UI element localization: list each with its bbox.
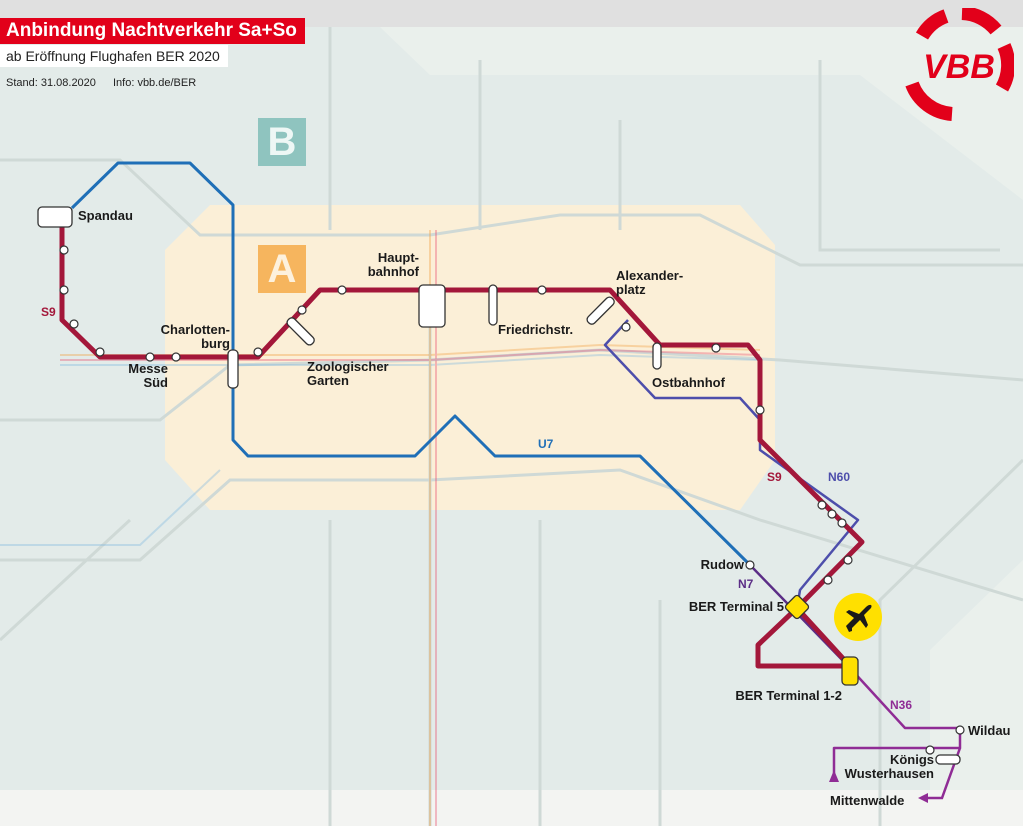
stop-dot	[621, 322, 631, 332]
vbb-logo-text: VBB	[923, 48, 995, 86]
map-bottom-strip	[0, 790, 1023, 826]
airplane-icon	[834, 593, 882, 641]
stop-dot	[711, 343, 721, 353]
station-mittenwalde: Mittenwalde	[830, 793, 905, 808]
stop-dot	[745, 560, 755, 570]
line-tag-s9-west: S9	[41, 305, 56, 319]
station-spandau: Spandau	[78, 208, 133, 223]
stop-dot	[59, 285, 69, 295]
friedrichstr-interchange	[488, 284, 498, 326]
n36-branch	[925, 747, 962, 800]
info-link[interactable]: Info: vbb.de/BER	[112, 77, 197, 89]
stop-dot	[823, 575, 833, 585]
u7-line	[70, 161, 752, 567]
charlottenburg-interchange	[227, 349, 239, 389]
stop-dot	[925, 745, 935, 755]
line-tag-n7: N7	[738, 577, 754, 591]
station-charlottenburg: Charlotten- burg	[160, 322, 230, 351]
background-rail-network	[0, 27, 1023, 826]
stop-dot	[755, 405, 765, 415]
station-koenigs-wusterhausen: Königs Wusterhausen	[844, 752, 934, 781]
station-friedrichstr: Friedrichstr.	[498, 322, 574, 337]
n36-arrow-left	[829, 770, 839, 782]
stop-dot	[69, 319, 79, 329]
stop-dot	[837, 518, 847, 528]
stop-dot	[145, 352, 155, 362]
line-tag-s9-east: S9	[767, 470, 782, 484]
zoo-interchange	[286, 317, 315, 346]
stop-dot	[817, 500, 827, 510]
stop-dot	[843, 555, 853, 565]
zone-b-label: B	[258, 118, 306, 166]
station-rudow: Rudow	[700, 557, 744, 572]
meta-row: Stand: 31.08.2020 Info: vbb.de/BER	[6, 77, 210, 89]
map-subtitle: ab Eröffnung Flughafen BER 2020	[0, 45, 228, 67]
station-messe-sued: Messe Süd	[128, 361, 168, 390]
stop-dots	[59, 245, 965, 755]
stop-dot	[537, 285, 547, 295]
interchanges	[37, 206, 961, 765]
koenigs-interchange	[935, 754, 961, 765]
stop-dot	[59, 245, 69, 255]
ostbahnhof-interchange	[652, 342, 662, 370]
alexanderplatz-interchange	[586, 296, 615, 325]
n36-line	[832, 667, 962, 780]
station-ber-terminal-5: BER Terminal 5	[688, 599, 784, 614]
stop-dot	[171, 352, 181, 362]
station-alexanderplatz: Alexander- platz	[616, 268, 684, 297]
hauptbahnhof-interchange	[418, 284, 446, 328]
line-tag-u7: U7	[538, 437, 554, 451]
stop-dot	[95, 347, 105, 357]
station-zoologischer-garten: Zoologischer Garten	[307, 359, 389, 388]
ber12-station	[841, 656, 859, 686]
stop-dot	[337, 285, 347, 295]
map-title: Anbindung Nachtverkehr Sa+So	[0, 18, 305, 44]
station-hauptbahnhof: Haupt- bahnhof	[367, 250, 419, 279]
stand-date: Stand: 31.08.2020	[6, 77, 96, 89]
vbb-logo: VBB	[905, 8, 1014, 121]
zone-a-label: A	[258, 245, 306, 293]
n36-arrow-right	[918, 793, 928, 803]
line-tag-n36: N36	[890, 698, 913, 712]
station-wildau: Wildau	[968, 723, 1011, 738]
stop-dot	[827, 509, 837, 519]
stop-dot	[955, 725, 965, 735]
station-ostbahnhof: Ostbahnhof	[652, 375, 725, 390]
stop-dot	[297, 305, 307, 315]
station-ber-terminal-1-2: BER Terminal 1-2	[735, 688, 842, 703]
line-tag-n60: N60	[828, 470, 851, 484]
ber5-station	[784, 594, 810, 620]
spandau-interchange	[37, 206, 73, 228]
stop-dot	[253, 347, 263, 357]
